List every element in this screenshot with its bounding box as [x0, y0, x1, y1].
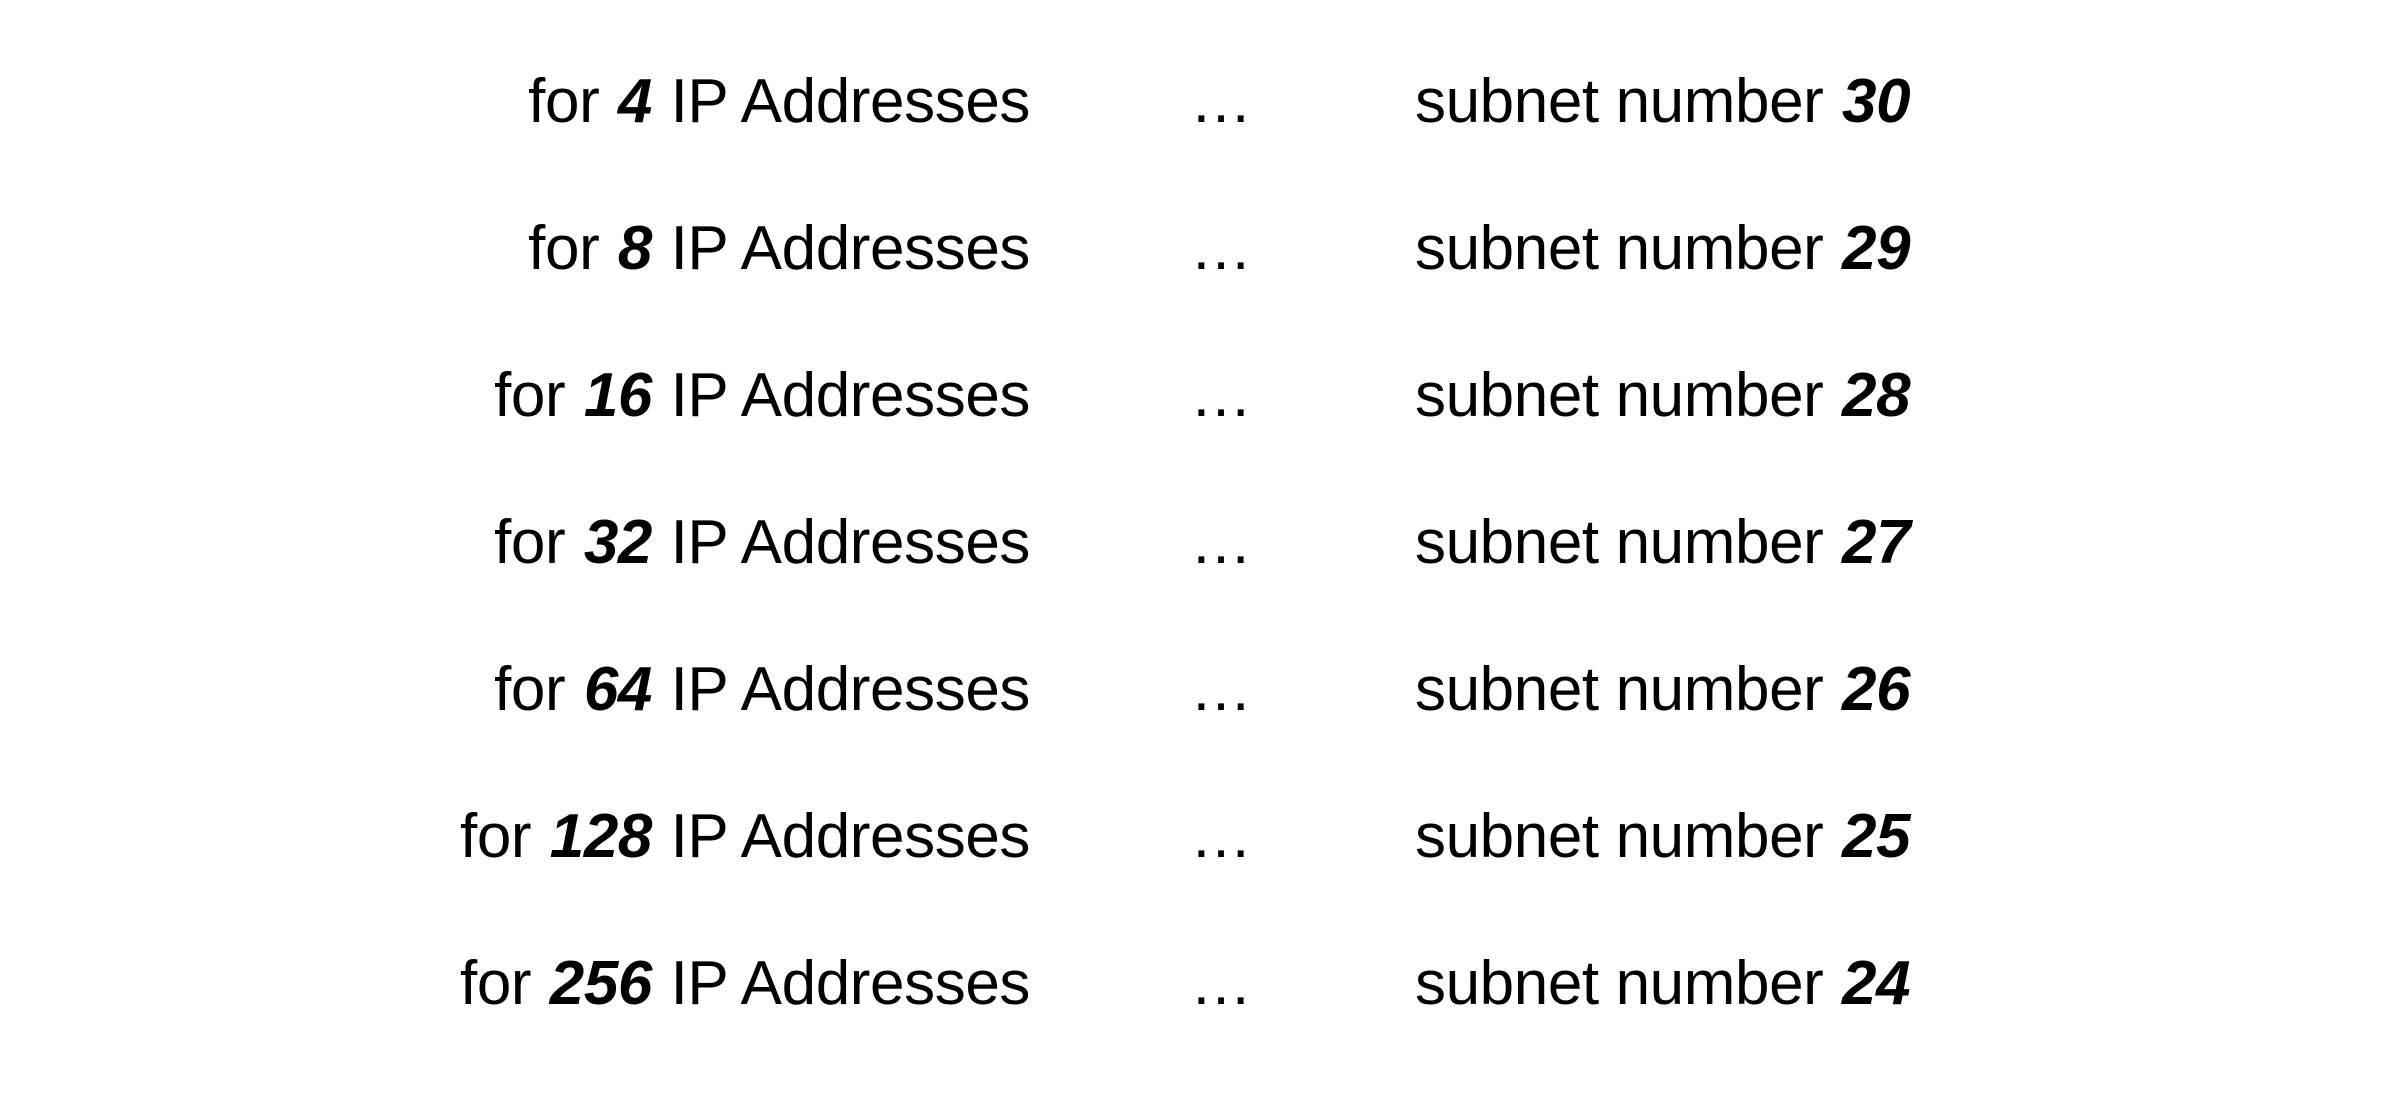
ellipsis-icon: …: [1190, 802, 1253, 871]
subnet-label: subnet number: [1415, 655, 1824, 724]
subnet-number-value: 29: [1842, 214, 1911, 283]
subnet-number-value: 28: [1842, 361, 1911, 430]
subnet-number-cell: subnet number 24: [1415, 910, 1911, 1057]
hosts-prefix-label: for: [528, 214, 600, 283]
subnet-label: subnet number: [1415, 214, 1824, 283]
subnet-label: subnet number: [1415, 361, 1824, 430]
hosts-prefix-label: for: [494, 361, 566, 430]
subnet-number-cell: subnet number 28: [1415, 322, 1911, 469]
hosts-prefix-label: for: [494, 655, 566, 724]
host-count-value: 4: [617, 67, 653, 136]
subnet-number-value: 27: [1842, 508, 1911, 577]
subnet-number-cell: subnet number 27: [1415, 469, 1911, 616]
hosts-suffix-label: IP Addresses: [670, 508, 1031, 577]
subnet-number-value: 26: [1842, 655, 1911, 724]
ellipsis-icon: …: [1190, 508, 1253, 577]
ellipsis-icon: …: [1190, 67, 1253, 136]
host-count-value: 16: [583, 361, 653, 430]
hosts-prefix-label: for: [528, 67, 600, 136]
host-count-value: 128: [549, 802, 653, 871]
hosts-suffix-label: IP Addresses: [670, 655, 1031, 724]
hosts-prefix-label: for: [494, 508, 566, 577]
hosts-suffix-label: IP Addresses: [670, 214, 1031, 283]
subnet-label: subnet number: [1415, 802, 1824, 871]
hosts-prefix-label: for: [460, 802, 532, 871]
hosts-suffix-label: IP Addresses: [670, 949, 1031, 1018]
subnet-label: subnet number: [1415, 67, 1824, 136]
hosts-suffix-label: IP Addresses: [670, 802, 1031, 871]
hosts-prefix-label: for: [460, 949, 532, 1018]
subnet-number-cell: subnet number 29: [1415, 175, 1911, 322]
subnet-label: subnet number: [1415, 949, 1824, 1018]
hosts-suffix-label: IP Addresses: [670, 361, 1031, 430]
ellipsis-icon: …: [1190, 949, 1253, 1018]
host-count-value: 64: [583, 655, 653, 724]
host-count-value: 256: [549, 949, 653, 1018]
host-count-value: 32: [583, 508, 653, 577]
host-count-value: 8: [617, 214, 653, 283]
ellipsis-icon: …: [1190, 214, 1253, 283]
subnet-number-cell: subnet number 25: [1415, 763, 1911, 910]
subnet-number-cell: subnet number 26: [1415, 616, 1911, 763]
subnet-number-value: 24: [1842, 949, 1911, 1018]
subnet-number-value: 30: [1842, 67, 1911, 136]
ellipsis-icon: …: [1190, 655, 1253, 724]
ellipsis-icon: …: [1190, 361, 1253, 430]
hosts-suffix-label: IP Addresses: [670, 67, 1031, 136]
subnet-label: subnet number: [1415, 508, 1824, 577]
subnet-number-cell: subnet number 30: [1415, 28, 1911, 175]
subnet-number-value: 25: [1842, 802, 1911, 871]
